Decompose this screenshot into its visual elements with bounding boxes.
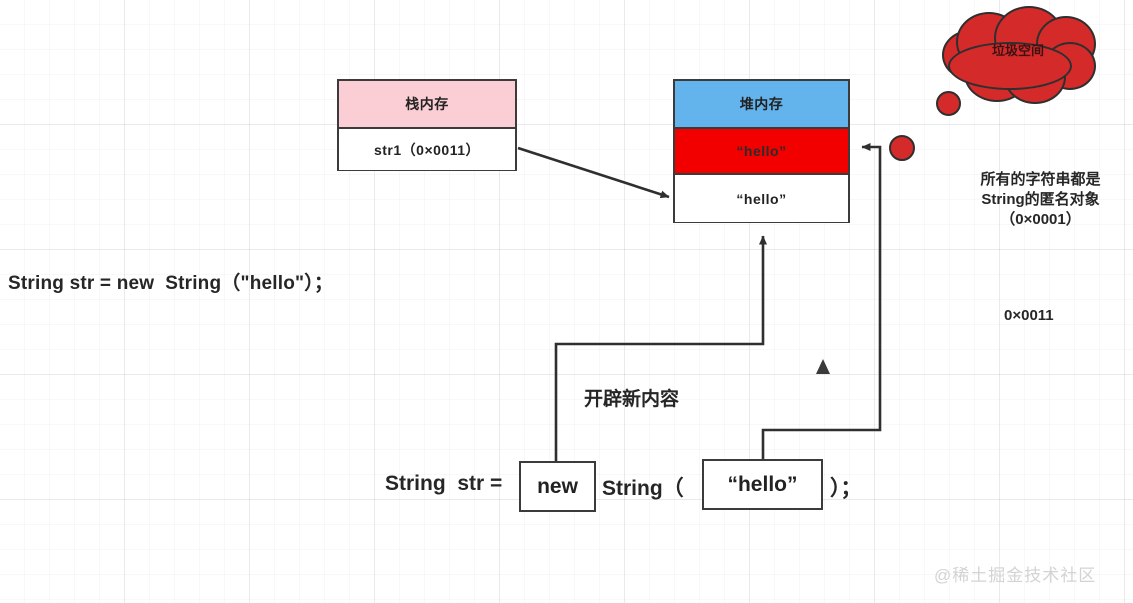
expression-suffix: ）； — [830, 477, 862, 500]
stack-memory-header: 栈内存 — [339, 81, 515, 127]
expression-chip-literal: “hello” — [702, 459, 823, 510]
code-statement-top: String str = new String（"hello"）； — [8, 273, 334, 294]
arrow-stack-to-heap — [517, 146, 670, 199]
allocate-new-content-label: 开辟新内容 — [584, 389, 680, 410]
heap-memory-box: 堆内存 “hello” “hello” — [673, 79, 850, 223]
stack-memory-box: 栈内存 str1（0×0011） — [337, 79, 517, 171]
expression-chip-new: new — [519, 461, 596, 512]
cloud-lobe — [948, 42, 1072, 90]
heap-live-row: “hello” — [675, 173, 848, 222]
cloud-tail-dot-mid — [889, 135, 915, 161]
arrow-literal-to-garbage — [761, 143, 882, 459]
cloud-label: 垃圾空间 — [991, 43, 1044, 58]
stack-memory-cell-str1: str1（0×0011） — [339, 127, 515, 170]
expression-middle: String（ — [602, 477, 684, 500]
garbage-space-cloud: 垃圾空间 — [938, 6, 1098, 104]
expression-prefix: String str = — [385, 472, 503, 495]
watermark: @稀土掘金技术社区 — [934, 566, 1097, 585]
address-label: 0×0011 — [1004, 307, 1054, 324]
cloud-tail-dot-small — [936, 91, 961, 116]
heap-memory-header: 堆内存 — [675, 81, 848, 127]
arrow-new-to-heap — [554, 235, 767, 461]
anonymous-object-note: 所有的字符串都是 String的匿名对象 （0×0001） — [980, 171, 1101, 228]
marker-triangle — [816, 359, 830, 374]
heap-garbage-row: “hello” — [675, 127, 848, 173]
